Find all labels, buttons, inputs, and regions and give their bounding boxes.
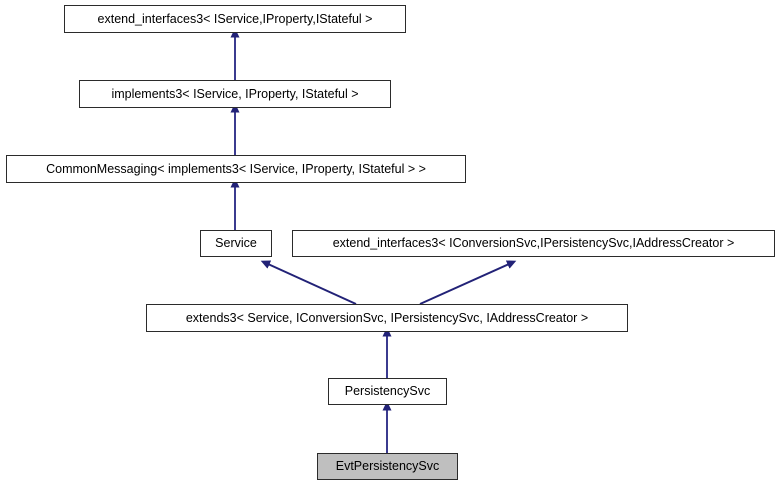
- node-extend-interfaces3-service[interactable]: extend_interfaces3< IService,IProperty,I…: [64, 5, 406, 33]
- edge-extends3-to-extendinterfaces3-conversion: [419, 260, 517, 305]
- edge-extends3-to-service: [260, 260, 357, 305]
- node-persistency-svc[interactable]: PersistencySvc: [328, 378, 447, 405]
- node-label: extend_interfaces3< IService,IProperty,I…: [97, 11, 373, 26]
- node-label: extends3< Service, IConversionSvc, IPers…: [185, 310, 589, 325]
- node-label: EvtPersistencySvc: [335, 459, 440, 474]
- node-extends3-service[interactable]: extends3< Service, IConversionSvc, IPers…: [146, 304, 628, 332]
- node-common-messaging[interactable]: CommonMessaging< implements3< IService, …: [6, 155, 466, 183]
- node-service[interactable]: Service: [200, 230, 272, 257]
- node-label: CommonMessaging< implements3< IService, …: [46, 161, 426, 176]
- node-label: PersistencySvc: [344, 384, 431, 399]
- node-label: implements3< IService, IProperty, IState…: [111, 86, 359, 101]
- node-extend-interfaces3-conversion[interactable]: extend_interfaces3< IConversionSvc,IPers…: [292, 230, 775, 257]
- node-implements3-service[interactable]: implements3< IService, IProperty, IState…: [79, 80, 391, 108]
- node-label: Service: [215, 236, 257, 251]
- node-evt-persistency-svc[interactable]: EvtPersistencySvc: [317, 453, 458, 480]
- node-label: extend_interfaces3< IConversionSvc,IPers…: [332, 236, 735, 251]
